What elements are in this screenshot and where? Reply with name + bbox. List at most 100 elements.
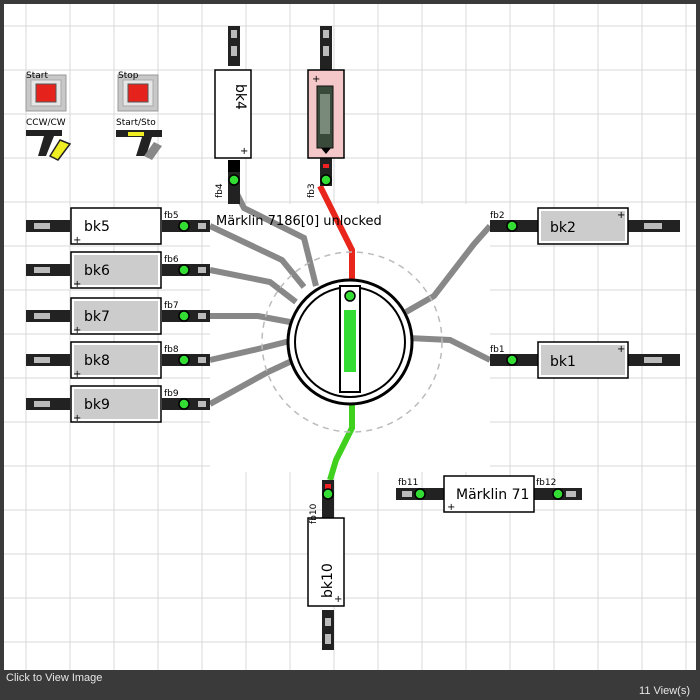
sensor-fb3-label: fb3 [307, 183, 317, 198]
block-bk1-label: bk1 [550, 354, 576, 370]
ccw-cw-label: CCW/CW [26, 118, 66, 128]
sensor-fb10-icon [322, 488, 334, 500]
block-bk1[interactable]: bk1 + [537, 341, 629, 379]
sensor-fb11-label: fb11 [398, 478, 418, 488]
block-bk9[interactable]: bk9+ [70, 385, 162, 424]
block-bk10-label: bk10 [320, 563, 336, 598]
sensor-fb12-label: fb12 [536, 478, 556, 488]
sensor-fb3-icon [320, 174, 332, 186]
active-track-south [327, 402, 355, 481]
svg-text:+: + [447, 502, 455, 513]
spoke-bk7 [210, 313, 291, 325]
views-count: 11 View(s) [639, 685, 690, 697]
track-bk10 [322, 480, 334, 650]
ccw-cw-switch[interactable] [26, 130, 72, 161]
signal-red-icon [323, 164, 329, 168]
right-blocks: bk2 + fb2 bk1 + fb1 [490, 207, 680, 379]
block-bk5[interactable]: bk5+ [70, 207, 162, 246]
block-bk9-label: bk9 [84, 397, 110, 413]
spoke-bk1 [407, 335, 492, 363]
start-button[interactable] [25, 74, 67, 112]
sensor-fb4-icon [228, 174, 240, 186]
spoke-bk5 [208, 223, 307, 289]
sensor-fb6-icon [178, 264, 190, 276]
stop-lamp [127, 83, 149, 103]
start-label: Start [26, 71, 48, 81]
spoke-bk9 [208, 356, 298, 407]
track-plan: Märklin 7186[0] unlocked Start Stop CCW/… [4, 4, 696, 670]
svg-text:+: + [312, 74, 320, 85]
start-stop-label: Start/Sto [116, 118, 156, 128]
turntable-label: Märklin 7186[0] unlocked [216, 214, 382, 229]
status-bar: Click to View Image 11 View(s) [0, 670, 700, 700]
sensor-fb2-icon [506, 220, 518, 232]
svg-text:+: + [73, 325, 81, 336]
sensor-fb8-label: fb8 [164, 345, 179, 355]
block-marklin71[interactable]: Märklin 71 + [443, 475, 535, 513]
start-lamp [35, 83, 57, 103]
track-marklin71 [396, 488, 582, 500]
track-bk3 [320, 26, 332, 186]
sensor-fb8-icon [178, 354, 190, 366]
block-bk6[interactable]: bk6+ [70, 251, 162, 290]
bridge-sensor [344, 290, 356, 302]
block-bk7[interactable]: bk7+ [70, 297, 162, 336]
block-bk7-label: bk7 [84, 309, 110, 325]
sensor-fb7-icon [178, 310, 190, 322]
track-bk1 [490, 354, 680, 366]
sensor-fb12-icon [552, 488, 564, 500]
sensor-fb1-label: fb1 [490, 345, 505, 355]
block-bk8-label: bk8 [84, 353, 110, 369]
spoke-bk2 [404, 224, 493, 315]
svg-text:+: + [617, 344, 625, 355]
sensor-fb5-icon [178, 220, 190, 232]
block-bk8[interactable]: bk8+ [70, 341, 162, 380]
track-bk6 [26, 264, 210, 276]
track-bk5 [26, 220, 210, 232]
status-hint[interactable]: Click to View Image [6, 672, 103, 684]
block-bk5-label: bk5 [84, 219, 110, 235]
svg-text:+: + [73, 413, 81, 424]
block-bk10[interactable]: bk10 + [307, 517, 345, 607]
svg-text:+: + [240, 146, 248, 157]
track-bk9 [26, 398, 210, 410]
sensor-fb1-icon [506, 354, 518, 366]
sensor-fb2-label: fb2 [490, 211, 505, 221]
stop-button[interactable] [117, 74, 159, 112]
sensor-fb9-icon [178, 398, 190, 410]
svg-text:+: + [334, 594, 342, 605]
stop-label: Stop [118, 71, 139, 81]
svg-text:+: + [617, 210, 625, 221]
svg-text:+: + [73, 279, 81, 290]
block-bk2-label: bk2 [550, 220, 576, 236]
svg-text:+: + [73, 235, 81, 246]
start-stop-switch[interactable] [116, 130, 162, 160]
track-bk8 [26, 354, 210, 366]
layout-canvas[interactable]: Märklin 7186[0] unlocked Start Stop CCW/… [4, 4, 696, 670]
spoke-bk6 [209, 267, 298, 305]
track-bk2 [490, 220, 680, 232]
sensor-fb9-label: fb9 [164, 389, 179, 399]
block-bk4[interactable]: bk4 + [214, 69, 252, 159]
spoke-bk8 [209, 338, 291, 363]
sensor-fb7-label: fb7 [164, 301, 179, 311]
turntable-outline [261, 251, 443, 433]
turntable[interactable] [286, 278, 414, 406]
track-bk4 [228, 26, 240, 204]
sensor-fb5-label: fb5 [164, 211, 179, 221]
sensor-fb4-label: fb4 [215, 183, 225, 198]
block-bk3-occupied[interactable]: + [307, 69, 345, 159]
block-bk6-label: bk6 [84, 263, 110, 279]
sensor-fb11-icon [414, 488, 426, 500]
active-track-north [317, 184, 355, 282]
bridge-occupied [344, 310, 356, 372]
svg-text:+: + [73, 369, 81, 380]
block-bk2[interactable]: bk2 + [537, 207, 629, 245]
block-bk4-label: bk4 [232, 84, 248, 110]
track-bk7 [26, 310, 210, 322]
sensor-fb10-label: fb10 [309, 503, 319, 524]
sensor-fb6-label: fb6 [164, 255, 179, 265]
block-marklin71-label: Märklin 71 [456, 487, 529, 503]
